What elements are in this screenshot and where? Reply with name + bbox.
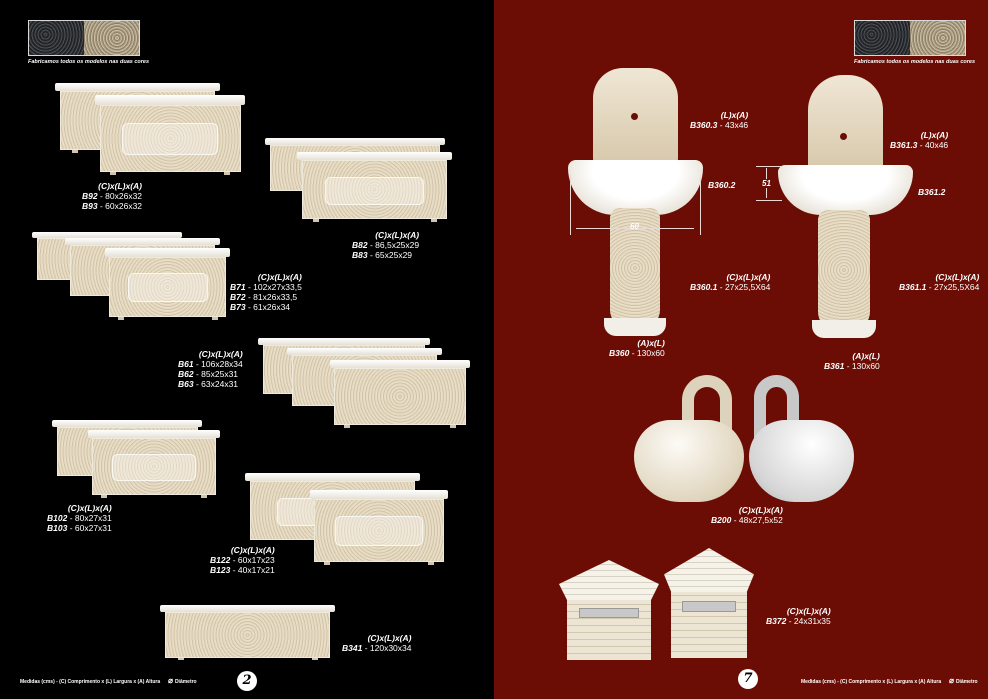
fountain-b360-image <box>568 68 703 343</box>
product-label: (A)x(L) B361 - 130x60 <box>824 351 880 371</box>
right-page: Fabricamos todos os modelos nas duas cor… <box>494 0 988 699</box>
diameter-icon: ⌀ <box>168 676 173 685</box>
product-label: (C)x(L)x(A) B360.1 - 27x25,5X64 <box>690 272 771 292</box>
dimension-arrow <box>576 228 694 229</box>
swatch-caption: Fabricamos todos os modelos nas duas cor… <box>854 59 976 65</box>
page-number: 7 <box>738 669 758 689</box>
footer-legend: Medidas (cms) - (C) Comprimento x (L) La… <box>801 676 978 685</box>
footer-legend: Medidas (cms) - (C) Comprimento x (L) La… <box>20 676 197 685</box>
planter-image <box>310 490 448 565</box>
planter-image <box>160 605 335 660</box>
left-page: Fabricamos todos os modelos nas duas cor… <box>20 20 470 691</box>
product-label: (A)x(L) B360 - 130x60 <box>609 338 665 358</box>
product-label: (L)x(A) B361.3 - 40x46 <box>890 130 949 150</box>
page-number: 2 <box>237 671 257 691</box>
mailbox-image <box>559 560 659 660</box>
product-label: (C)x(L)x(A) B102 - 80x27x31 B103 - 60x27… <box>47 503 112 533</box>
planter-image <box>105 248 230 320</box>
product-label: (C)x(L)x(A) B372 - 24x31x35 <box>766 606 831 626</box>
height-dimension: 51 <box>762 179 771 188</box>
mailbox-image <box>664 548 754 658</box>
product-label: B361.2 <box>918 187 946 197</box>
color-swatch <box>854 20 966 56</box>
diameter-icon: ⌀ <box>949 676 954 685</box>
planter-image <box>330 360 470 428</box>
product-label: (C)x(L)x(A) B82 - 86,5x25x29 B83 - 65x25… <box>352 230 420 260</box>
product-label: (C)x(L)x(A) B61 - 106x28x34 B62 - 85x25x… <box>178 349 243 389</box>
width-dimension: 60 <box>630 222 639 231</box>
dimension-line <box>756 166 782 167</box>
planter-image <box>95 95 245 175</box>
color-swatch <box>28 20 140 56</box>
product-label: (C)x(L)x(A) B361.1 - 27x25,5X64 <box>899 272 980 292</box>
dimension-line <box>756 200 782 201</box>
dimension-line <box>570 175 571 235</box>
product-label: (C)x(L)x(A) B200 - 48x27,5x52 <box>711 505 783 525</box>
product-label: (C)x(L)x(A) B71 - 102x27x33,5 B72 - 81x2… <box>230 272 302 312</box>
product-label: (C)x(L)x(A) B92 - 80x26x32 B93 - 60x26x3… <box>82 181 143 211</box>
product-label: (L)x(A) B360.3 - 43x46 <box>690 110 749 130</box>
swan-planter-beige-image <box>634 375 749 505</box>
dimension-line <box>700 175 701 235</box>
planter-image <box>297 152 452 222</box>
planter-image <box>88 430 220 498</box>
swan-planter-grey-image <box>749 375 854 505</box>
fountain-b361-image <box>778 75 913 343</box>
product-label: (C)x(L)x(A) B341 - 120x30x34 <box>342 633 412 653</box>
product-label: B360.2 <box>708 180 736 190</box>
swatch-caption: Fabricamos todos os modelos nas duas cor… <box>28 59 150 65</box>
product-label: (C)x(L)x(A) B122 - 60x17x23 B123 - 40x17… <box>210 545 275 575</box>
